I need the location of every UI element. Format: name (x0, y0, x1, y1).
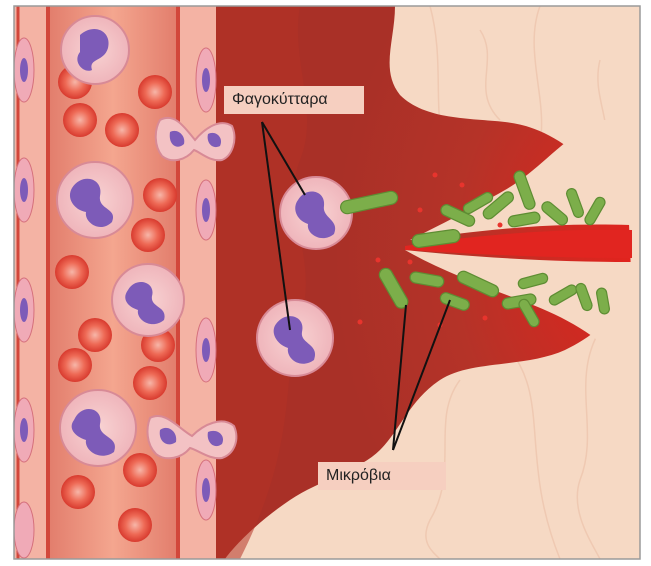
white-blood-cell-icon (112, 264, 184, 336)
red-blood-cell-icon (133, 366, 167, 400)
microbes-label: Μικρόβια (318, 462, 446, 490)
red-blood-cell-icon (138, 75, 172, 109)
red-blood-cell-icon (55, 255, 89, 289)
white-blood-cell-icon (57, 162, 133, 238)
red-blood-cell-icon (118, 508, 152, 542)
phagocytes-label: Φαγοκύτταρα (224, 86, 364, 114)
red-blood-cell-icon (58, 348, 92, 382)
red-blood-cell-icon (78, 318, 112, 352)
red-blood-cell-icon (143, 178, 177, 212)
phagocyte-icon (257, 300, 333, 376)
white-blood-cell-icon (61, 16, 129, 84)
red-blood-cell-icon (63, 103, 97, 137)
red-blood-cell-icon (105, 113, 139, 147)
red-blood-cell-icon (123, 453, 157, 487)
white-blood-cell-icon (60, 390, 136, 466)
red-blood-cell-icon (61, 475, 95, 509)
phagocyte-icon (280, 177, 352, 249)
red-blood-cell-icon (131, 218, 165, 252)
